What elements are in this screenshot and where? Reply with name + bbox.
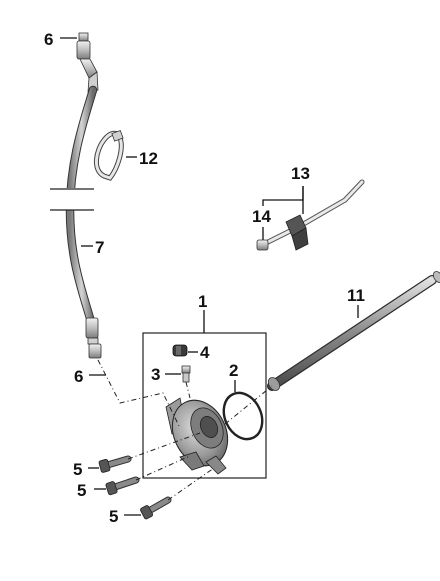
callout-5-middle: 5 — [77, 481, 86, 500]
leader-lines — [60, 37, 359, 516]
brake-hose — [50, 32, 102, 359]
hose-clip-with-strap — [256, 179, 365, 251]
callout-3: 3 — [151, 365, 160, 384]
callout-5-upper: 5 — [73, 460, 82, 479]
bleed-screw — [172, 344, 188, 357]
hose-top-fitting — [76, 32, 99, 93]
callout-2: 2 — [229, 361, 238, 380]
bolt-middle — [105, 476, 140, 496]
hose-bottom-fitting — [85, 317, 102, 359]
bleed-valve — [181, 365, 191, 383]
callout-14: 14 — [252, 207, 271, 226]
bolt-upper — [98, 455, 132, 473]
callout-13: 13 — [291, 164, 310, 183]
bolt-lower — [140, 496, 172, 520]
cable-tie-loop — [94, 130, 124, 181]
callout-12: 12 — [139, 149, 158, 168]
callout-numbers: 6 12 13 14 7 11 1 4 3 2 6 5 5 5 — [44, 30, 365, 526]
o-ring — [222, 391, 264, 441]
callout-5-lower: 5 — [109, 507, 118, 526]
callout-4: 4 — [200, 343, 210, 362]
callout-6-top: 6 — [44, 30, 53, 49]
assembly-axes — [97, 359, 273, 501]
push-rod — [267, 271, 440, 391]
callout-11: 11 — [347, 286, 365, 305]
callout-6-bottom: 6 — [74, 367, 83, 386]
callout-7: 7 — [95, 238, 104, 257]
callout-1: 1 — [198, 292, 207, 311]
